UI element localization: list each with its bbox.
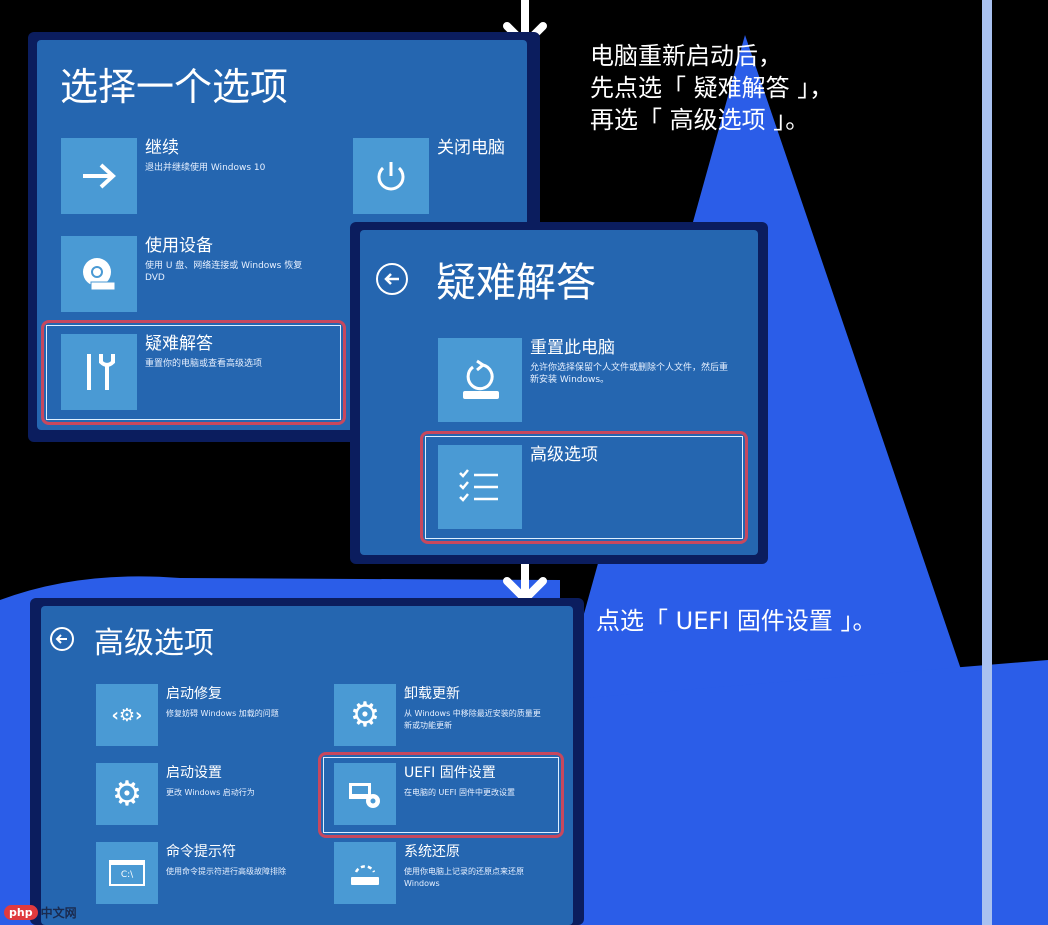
- tile-name: 使用设备: [145, 236, 213, 256]
- arrow-left-icon: [55, 634, 67, 644]
- tile-desc: 在电脑的 UEFI 固件中更改设置: [404, 788, 515, 797]
- tile-reset-pc[interactable]: 重置此电脑允许你选择保留个人文件或删除个人文件，然后重新安装 Windows。: [438, 338, 732, 422]
- tile-name: 启动设置: [166, 765, 222, 781]
- tile-name: 启动修复: [166, 686, 222, 702]
- tile-desc: 使用命令提示符进行高级故障排除: [166, 867, 286, 876]
- tile-name: 高级选项: [530, 445, 598, 465]
- tile-name: 重置此电脑: [530, 338, 615, 358]
- caption-line: 电脑重新启动后，: [590, 42, 782, 70]
- page-title: 疑难解答: [436, 260, 596, 306]
- tile-uninstall-updates[interactable]: ⚙ 卸载更新从 Windows 中移除最近安装的质量更新或功能更新: [334, 684, 546, 746]
- caption-line: 再选「 高级选项 」。: [590, 106, 810, 134]
- watermark-text: 中文网: [40, 904, 77, 921]
- page-title: 选择一个选项: [60, 65, 289, 109]
- tile-startup-settings[interactable]: ⚙ 启动设置更改 Windows 启动行为: [96, 763, 308, 825]
- tile-system-restore[interactable]: 系统还原使用你电脑上记录的还原点来还原 Windows: [334, 842, 546, 904]
- disc-drive-icon: [61, 236, 137, 312]
- tile-use-device[interactable]: 使用设备使用 U 盘、网络连接或 Windows 恢复 DVD: [61, 236, 317, 312]
- instruction-step2: 点选「 UEFI 固件设置 」。: [596, 607, 877, 635]
- vertical-divider: [982, 0, 992, 925]
- highlight-advanced-options: [420, 431, 748, 544]
- tile-desc: 退出并继续使用 Windows 10: [145, 163, 266, 173]
- watermark-badge: php: [4, 905, 38, 920]
- back-button[interactable]: [376, 263, 408, 295]
- tile-desc: 修复妨碍 Windows 加载的问题: [166, 709, 279, 718]
- tile-desc: 从 Windows 中移除最近安装的质量更新或功能更新: [404, 709, 541, 730]
- firmware-icon: [334, 763, 396, 825]
- highlight-uefi-firmware: [318, 752, 564, 838]
- reset-icon: [438, 338, 522, 422]
- tile-name: 命令提示符: [166, 844, 236, 860]
- tile-desc: 使用你电脑上记录的还原点来还原 Windows: [404, 867, 524, 888]
- arrow-left-icon: [384, 273, 399, 285]
- cmd-glyph: C:\: [109, 860, 145, 886]
- tile-name: 继续: [145, 138, 179, 158]
- startup-repair-icon: ‹⚙›: [96, 684, 158, 746]
- tile-desc: 更改 Windows 启动行为: [166, 788, 255, 797]
- tile-startup-repair[interactable]: ‹⚙› 启动修复修复妨碍 Windows 加载的问题: [96, 684, 308, 746]
- tile-name: UEFI 固件设置: [404, 765, 496, 781]
- tile-troubleshoot[interactable]: 疑难解答重置你的电脑或查看高级选项: [61, 334, 262, 410]
- back-button[interactable]: [50, 627, 74, 651]
- watermark: php 中文网: [4, 904, 77, 921]
- tile-name: 系统还原: [404, 844, 460, 860]
- tools-icon: [61, 334, 137, 410]
- cmd-icon: C:\: [96, 842, 158, 904]
- gear-icon: ⚙: [334, 684, 396, 746]
- tile-name: 疑难解答: [145, 334, 213, 354]
- tile-shutdown[interactable]: 关闭电脑: [353, 138, 505, 214]
- gear-icon: ⚙: [96, 763, 158, 825]
- instruction-step1: 电脑重新启动后， 先点选「 疑难解答 」， 再选「 高级选项 」。: [590, 40, 833, 136]
- highlight-troubleshoot: [41, 320, 346, 425]
- tile-advanced-options[interactable]: 高级选项: [438, 445, 598, 529]
- tile-desc: 重置你的电脑或查看高级选项: [145, 359, 263, 369]
- tile-desc: 使用 U 盘、网络连接或 Windows 恢复 DVD: [145, 261, 303, 283]
- troubleshoot-panel: [360, 230, 758, 555]
- checklist-icon: [438, 445, 522, 529]
- power-icon: [353, 138, 429, 214]
- tile-command-prompt[interactable]: C:\ 命令提示符使用命令提示符进行高级故障排除: [96, 842, 308, 904]
- page-title: 高级选项: [94, 626, 214, 661]
- tile-name: 卸载更新: [404, 686, 460, 702]
- caption-line: 先点选「 疑难解答 」，: [590, 74, 834, 102]
- arrow-right-icon: [61, 138, 137, 214]
- tile-uefi-firmware[interactable]: UEFI 固件设置在电脑的 UEFI 固件中更改设置: [334, 763, 546, 825]
- tile-name: 关闭电脑: [437, 138, 505, 158]
- tile-desc: 允许你选择保留个人文件或删除个人文件，然后重新安装 Windows。: [530, 363, 729, 385]
- system-restore-icon: [334, 842, 396, 904]
- tile-continue[interactable]: 继续退出并继续使用 Windows 10: [61, 138, 265, 214]
